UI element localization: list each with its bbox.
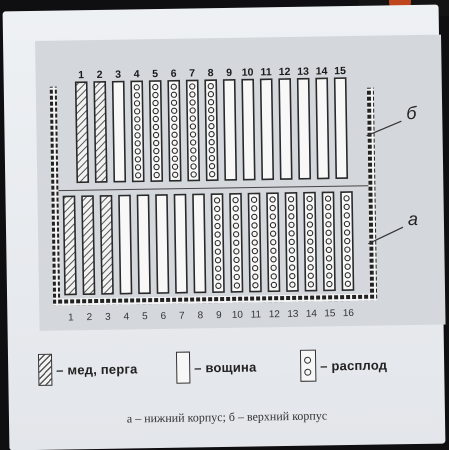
brood-swatch-icon xyxy=(299,349,317,382)
lower-frame-5 xyxy=(136,194,151,295)
bottom-frame-number-5: 5 xyxy=(142,311,148,322)
comb-swatch-icon xyxy=(175,351,191,384)
hive-left-wall xyxy=(49,86,61,305)
upper-body-label: б xyxy=(406,103,417,123)
bottom-frame-number-9: 9 xyxy=(216,310,222,321)
legend-honey: – мед, перга xyxy=(37,351,138,387)
upper-frame-8 xyxy=(204,79,219,182)
legend-comb: – вощина xyxy=(175,350,257,385)
bottom-frame-number-1: 1 xyxy=(68,312,74,323)
lower-frame-11 xyxy=(247,192,262,293)
upper-frame-13 xyxy=(296,77,312,180)
upper-frame-11 xyxy=(259,78,275,181)
top-frame-number-10: 10 xyxy=(242,67,254,79)
legend-brood-label: – расплод xyxy=(320,356,388,374)
lower-frame-13 xyxy=(284,192,299,292)
upper-frame-14 xyxy=(315,77,330,180)
lower-frame-2 xyxy=(81,195,96,296)
figure-caption: а – нижний корпус; б – верхний корпус xyxy=(126,408,328,426)
top-frame-number-6: 6 xyxy=(171,68,177,80)
top-frame-number-7: 7 xyxy=(189,67,195,79)
upper-frame-1 xyxy=(74,81,90,184)
upper-frame-5 xyxy=(148,80,164,182)
upper-frame-2 xyxy=(93,81,108,183)
lower-frame-12 xyxy=(266,192,281,293)
lower-frame-7 xyxy=(173,193,188,294)
upper-frame-6 xyxy=(167,79,182,182)
legend: – мед, перга – вощина – расплод xyxy=(37,347,439,393)
legend-honey-label: – мед, перга xyxy=(56,360,138,378)
lower-frame-6 xyxy=(155,194,170,294)
top-frame-number-4: 4 xyxy=(134,68,140,80)
legend-brood: – расплод xyxy=(299,347,388,382)
honey-swatch-icon xyxy=(37,353,53,386)
bottom-frame-number-2: 2 xyxy=(87,312,93,323)
bottom-frame-number-11: 11 xyxy=(251,309,262,320)
top-frame-number-11: 11 xyxy=(260,66,271,78)
lower-frame-8 xyxy=(192,193,207,294)
top-frame-number-13: 13 xyxy=(297,66,309,78)
lower-label-leader xyxy=(368,226,404,245)
top-frame-number-1: 1 xyxy=(78,69,84,81)
lower-frame-1 xyxy=(62,195,77,296)
top-frame-number-12: 12 xyxy=(279,66,291,78)
body-divider xyxy=(58,185,369,192)
top-frame-number-8: 8 xyxy=(208,67,214,79)
upper-frame-15 xyxy=(333,77,349,180)
hive-right-wall xyxy=(366,87,378,300)
upper-frame-3 xyxy=(111,80,127,183)
top-frame-number-14: 14 xyxy=(316,65,328,77)
lower-frame-10 xyxy=(229,192,244,293)
hive-floor xyxy=(53,293,378,306)
lower-frame-4 xyxy=(118,194,133,295)
bottom-frame-number-10: 10 xyxy=(232,310,244,321)
top-frame-number-9: 9 xyxy=(226,67,232,79)
lower-frame-16 xyxy=(340,191,355,291)
bottom-frame-number-7: 7 xyxy=(179,311,185,322)
upper-frame-10 xyxy=(241,78,256,181)
bottom-frame-number-14: 14 xyxy=(306,309,318,320)
bottom-frame-number-6: 6 xyxy=(161,311,167,322)
upper-frame-4 xyxy=(130,80,145,183)
upper-frame-12 xyxy=(278,78,293,180)
bottom-frame-number-8: 8 xyxy=(198,310,204,321)
lower-frame-14 xyxy=(303,191,318,292)
bottom-frame-number-4: 4 xyxy=(124,311,130,322)
bottom-frame-number-3: 3 xyxy=(105,312,111,323)
bottom-frame-number-13: 13 xyxy=(287,309,299,320)
top-frame-number-2: 2 xyxy=(97,69,103,81)
upper-label-leader xyxy=(366,120,402,137)
top-frame-number-15: 15 xyxy=(334,65,346,77)
bottom-frame-number-15: 15 xyxy=(324,308,336,319)
lower-frame-3 xyxy=(99,194,114,295)
bottom-frame-number-12: 12 xyxy=(269,309,281,320)
top-frame-number-5: 5 xyxy=(152,68,158,80)
upper-frame-7 xyxy=(185,79,201,182)
legend-comb-label: – вощина xyxy=(194,359,257,375)
lower-frame-15 xyxy=(321,191,336,292)
top-frame-number-3: 3 xyxy=(115,69,121,81)
lower-frame-9 xyxy=(210,193,225,293)
lower-body-label: а xyxy=(408,209,418,229)
upper-frame-9 xyxy=(222,79,238,181)
bottom-frame-number-16: 16 xyxy=(343,308,355,319)
